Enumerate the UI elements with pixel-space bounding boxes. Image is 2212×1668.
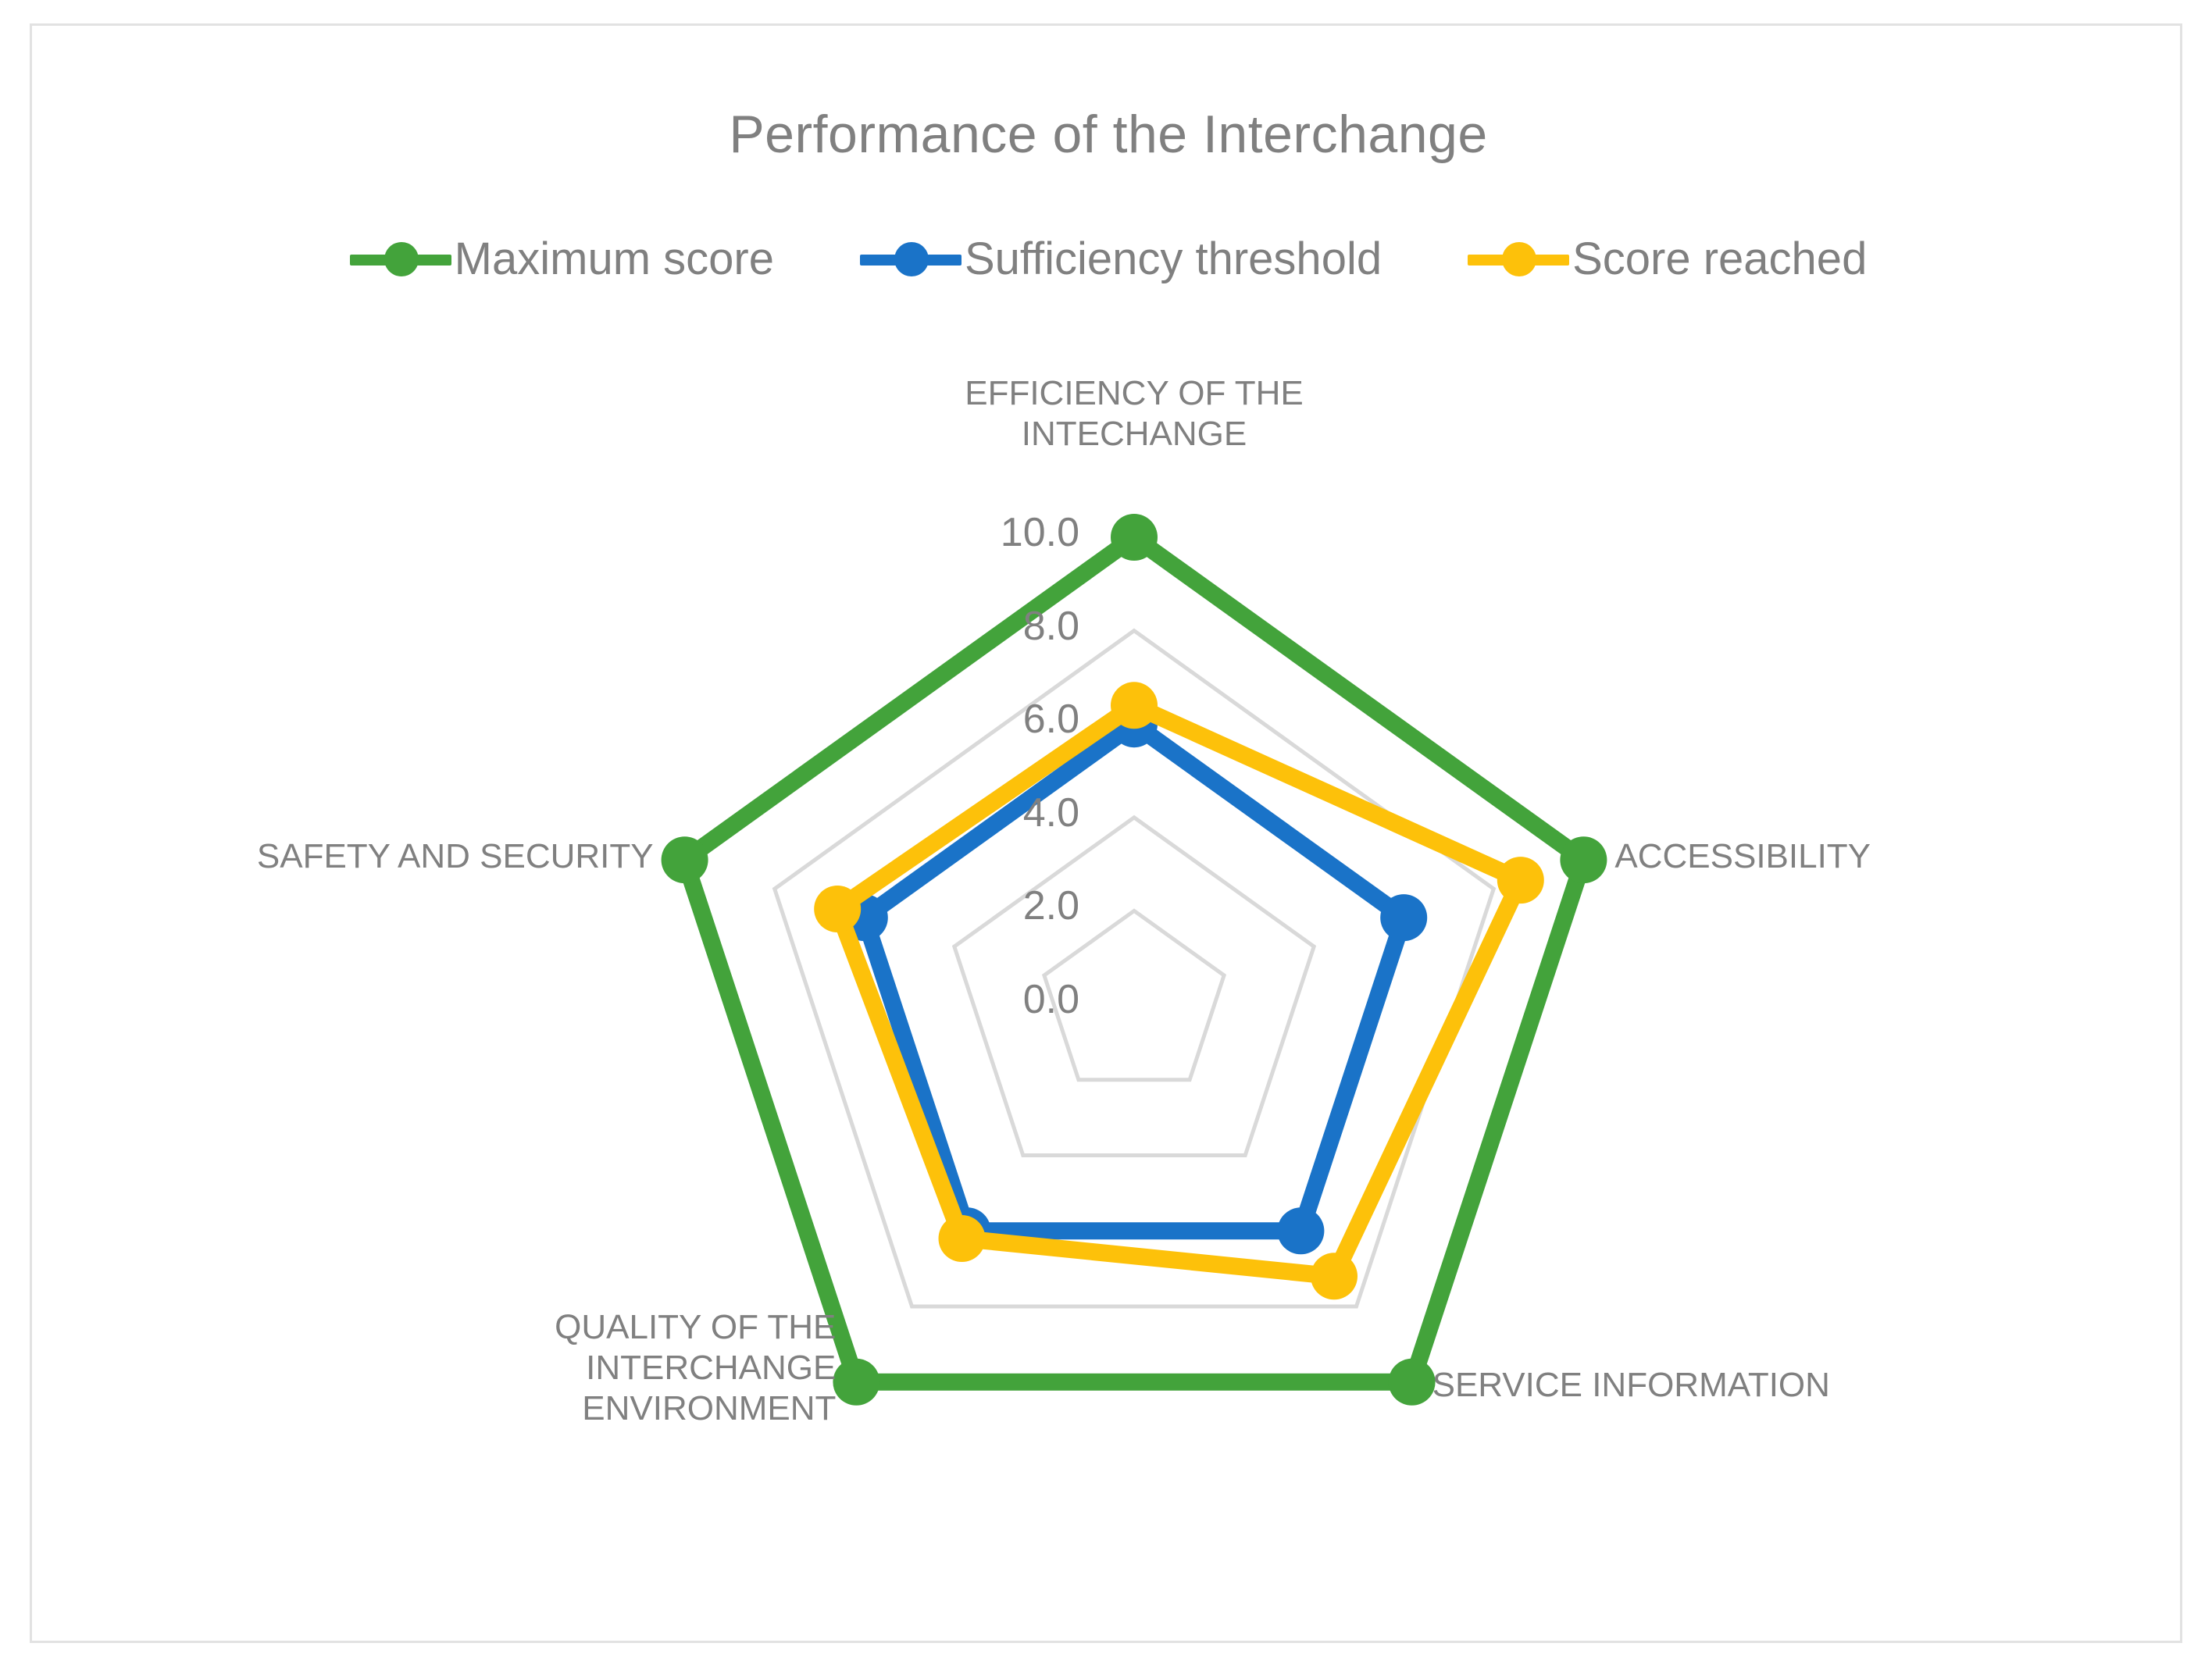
axis-label-0: EFFICIENCY OF THE INTECHANGE [965,374,1304,453]
axis-label-2: SERVICE INFORMATION [1432,1365,1830,1404]
data-point[interactable] [833,1358,880,1406]
gridline-ring-2 [1041,908,1227,1082]
data-point[interactable] [1497,857,1544,904]
page-title: Performance of the Interchange [729,105,1488,164]
legend-item-maximum-score[interactable]: Maximum score [349,233,774,285]
legend-marker-green [349,241,451,276]
data-point[interactable] [938,1215,986,1262]
radar-series [661,514,1607,1406]
series-line [829,697,1529,1285]
data-point[interactable] [1388,1358,1436,1406]
radial-tick-4.0: 4.0 [1022,789,1079,836]
legend-marker-blue [859,241,962,276]
data-point[interactable] [661,836,708,884]
legend-label: Score reached [1572,233,1868,284]
legend-marker-yellow [1468,241,1570,276]
legend-label: Maximum score [454,233,774,284]
data-point[interactable] [814,886,862,932]
gridline-ring-4 [951,814,1317,1157]
data-point[interactable] [1311,1253,1358,1300]
series-line [676,529,1593,1391]
data-point[interactable] [1111,514,1158,561]
radial-tick-6.0: 6.0 [1022,697,1079,743]
axis-label-1: ACCESSIBILITY [1614,837,1871,876]
legend-label: Sufficiency threshold [964,233,1382,284]
legend-item-score-reached[interactable]: Score reached [1468,233,1867,285]
radial-tick-2.0: 2.0 [1022,883,1079,929]
chart-legend: Maximum score Sufficiency threshold Scor… [32,233,2185,285]
series-score-reached [814,682,1544,1300]
radial-tick-8.0: 8.0 [1022,603,1079,649]
legend-item-sufficiency-threshold[interactable]: Sufficiency threshold [859,233,1382,285]
chart-frame: Performance of the Interchange Maximum s… [30,23,2182,1643]
radar-plot [661,514,1607,1406]
data-point[interactable] [1111,682,1158,729]
series-maximum-score [661,514,1607,1406]
axis-label-3: QUALITY OF THE INTERCHANGE ENVIRONMENT [555,1307,837,1427]
radial-tick-0.0: 0.0 [1022,977,1079,1022]
series-line [855,715,1413,1240]
data-point[interactable] [1277,1207,1325,1255]
data-point[interactable] [1560,836,1607,884]
radial-tick-10.0: 10.0 [1000,510,1079,555]
axis-label-4: SAFETY AND SECURITY [256,837,654,876]
data-point[interactable] [1380,894,1428,942]
